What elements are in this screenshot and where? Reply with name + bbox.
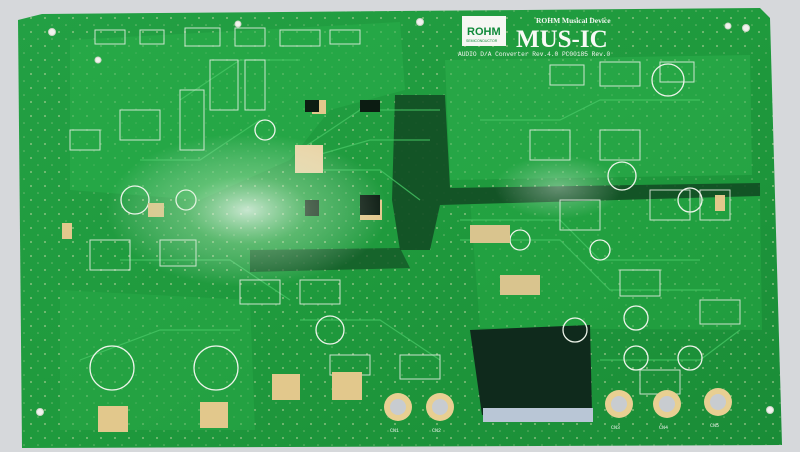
brand-title: MUS-IC: [516, 26, 608, 53]
rohm-logo: ROHM SEMICONDUCTOR: [462, 16, 506, 46]
connector-label: CN4: [659, 425, 668, 431]
connector-label: CN2: [432, 428, 441, 434]
dark-copper-area: [470, 325, 592, 415]
connector-label: CN5: [710, 423, 719, 429]
connector-label: CN3: [611, 425, 620, 431]
board-subtitle: AUDIO D/A Converter Rev.4.0 PC00185 Rev.…: [458, 51, 611, 58]
label-strip: [483, 408, 593, 422]
logo-sub-text: SEMICONDUCTOR: [466, 39, 498, 43]
connector-label: CN1: [390, 428, 399, 434]
brand-top-text: ROHM Musical Device: [536, 16, 611, 25]
logo-main-text: ROHM: [467, 26, 501, 38]
audio-jacks: [384, 388, 732, 421]
